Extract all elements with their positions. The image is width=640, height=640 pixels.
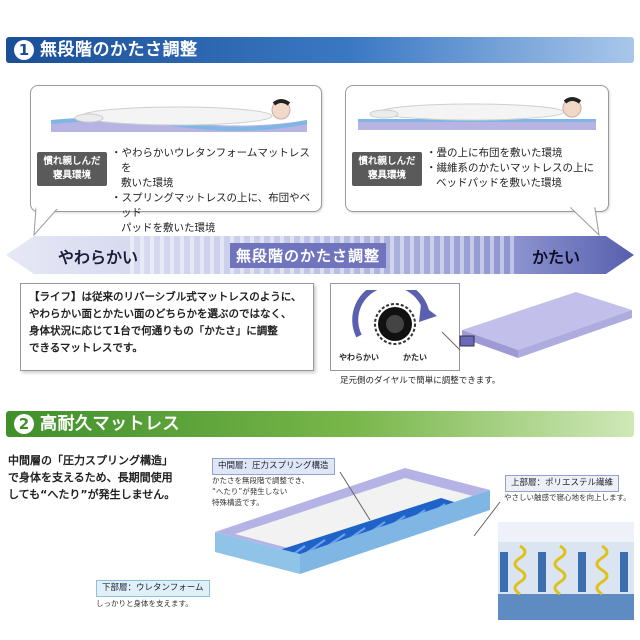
top-layer-label: 上部層：ポリエステル繊維 (505, 475, 620, 492)
description-text: 【ライフ】は従来のリバーシブル式マットレスのように、 やわらかい面とかたい面のど… (29, 291, 302, 354)
environment-badge: 慣れ親しんだ 寝具環境 (37, 152, 107, 186)
description-box: 【ライフ】は従来のリバーシブル式マットレスのように、 やわらかい面とかたい面のど… (20, 283, 314, 371)
card-tail-right (569, 207, 600, 237)
middle-layer-description: かたさを無段階で調整でき、 “へたり”が発生しない 特殊構造です。 (212, 476, 309, 507)
dial-icon (352, 290, 437, 345)
section2-number: 2 (14, 414, 34, 434)
callout-line (441, 331, 461, 351)
card-tail-left (33, 207, 60, 237)
middle-layer-pointer (339, 471, 371, 521)
section1-number: 1 (14, 40, 34, 60)
bottom-layer-description: しっかりと身体を支えます。 (96, 599, 193, 608)
section2-header: 2 高耐久マットレス (6, 411, 634, 437)
person-on-firm-mattress-illustration (358, 97, 596, 130)
section2-intro: 中間層の「圧力スプリング構造」 で身体を支えるため、長期間使用 しても“へたり”… (8, 454, 176, 501)
top-layer-pointer (473, 501, 501, 537)
mattress-cross-section (215, 468, 490, 574)
list-item: 畳の上に布団を敷いた環境 (426, 146, 604, 161)
dial-inset: やわらかい かたい (330, 283, 460, 371)
section2-title: 高耐久マットレス (40, 414, 180, 434)
card-firm-environment: 慣れ親しんだ 寝具環境 畳の上に布団を敷いた環境 繊維系のかたいマットレスの上に… (345, 85, 609, 212)
spring-closeup-image (498, 522, 634, 620)
dial-soft-label: やわらかい (339, 353, 379, 362)
environment-badge: 慣れ親しんだ 寝具環境 (352, 152, 422, 186)
dial-caption: 足元側のダイヤルで簡単に調整できます。 (340, 376, 501, 386)
firmness-adjust-label: 無段階のかたさ調整 (230, 243, 387, 268)
middle-layer-label: 中間層：圧力スプリング構造 (212, 458, 335, 475)
dial-hard-label: かたい (403, 353, 427, 362)
hard-label: かたい (532, 248, 581, 267)
section1-title: 無段階のかたさ調整 (40, 40, 198, 60)
soft-label: やわらかい (58, 248, 139, 267)
mattress-illustration (459, 292, 632, 358)
top-layer-description: やさしい触感で寝心地を向上します。 (504, 493, 631, 502)
bottom-layer-label: 下部層：ウレタンフォーム (96, 580, 210, 597)
section1-header: 1 無段階のかたさ調整 (6, 37, 634, 63)
person-on-soft-mattress-illustration (50, 99, 308, 132)
